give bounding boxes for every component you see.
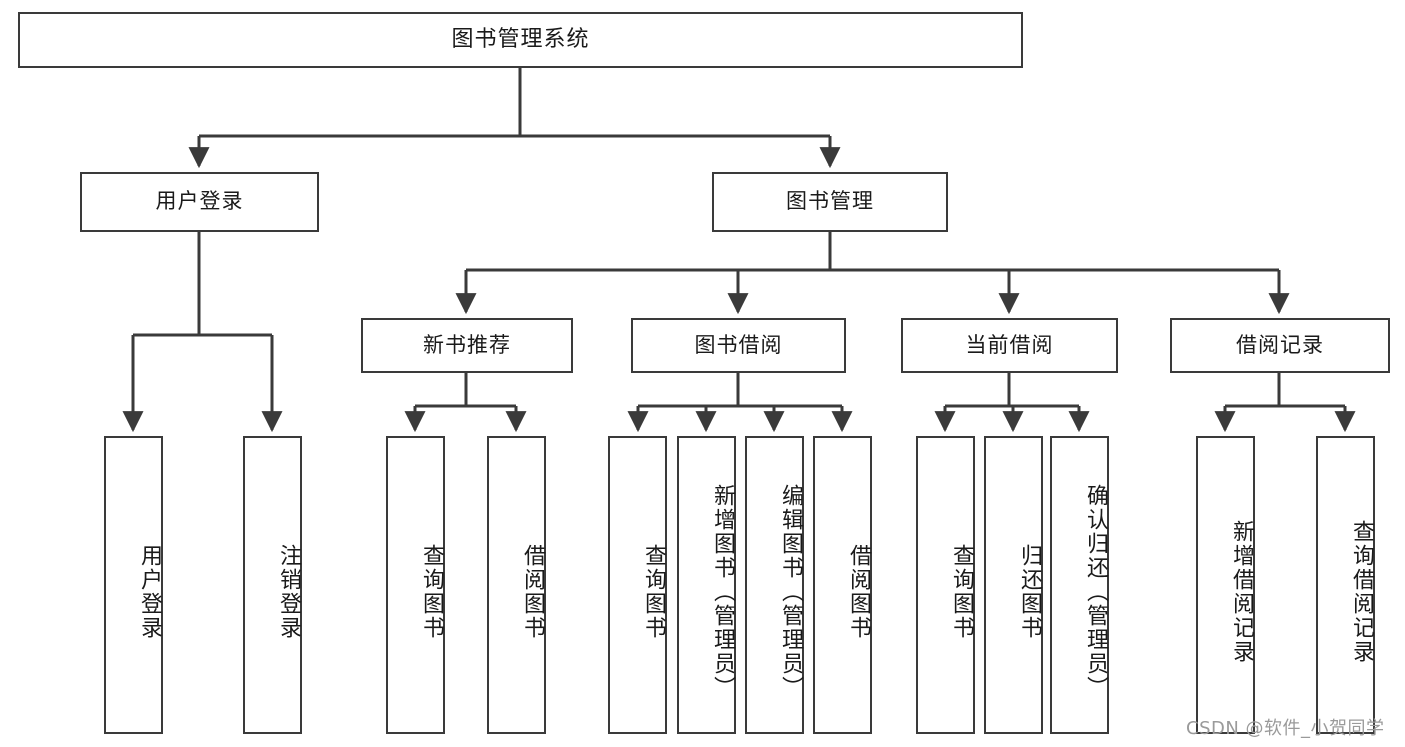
leaf-user-login-login[interactable]: 用户登录 (104, 436, 163, 734)
node-book-management[interactable]: 图书管理 (712, 172, 948, 232)
leaf-book-borrow-edit-book-admin[interactable]: 编辑图书（管理员） (745, 436, 804, 734)
leaf-label: 查询借阅记录 (1349, 520, 1374, 664)
leaf-new-book-borrow-books[interactable]: 借阅图书 (487, 436, 546, 734)
node-current-borrowing[interactable]: 当前借阅 (901, 318, 1118, 373)
leaf-book-borrow-query-books[interactable]: 查询图书 (608, 436, 667, 734)
leaf-book-borrow-add-book-admin[interactable]: 新增图书（管理员） (677, 436, 736, 734)
leaf-current-borrow-return-books[interactable]: 归还图书 (984, 436, 1043, 734)
leaf-label: 用户登录 (137, 544, 162, 640)
leaf-label: 借阅图书 (520, 544, 545, 640)
node-new-book-recommendation[interactable]: 新书推荐 (361, 318, 573, 373)
node-borrowing-record[interactable]: 借阅记录 (1170, 318, 1390, 373)
leaf-label: 归还图书 (1017, 544, 1042, 640)
leaf-label: 查询图书 (419, 544, 444, 640)
leaf-user-login-logout[interactable]: 注销登录 (243, 436, 302, 734)
watermark-text: CSDN @软件_小贺同学 (1186, 718, 1385, 739)
leaf-label: 借阅图书 (846, 544, 871, 640)
leaf-book-borrow-borrow-books[interactable]: 借阅图书 (813, 436, 872, 734)
node-book-borrowing[interactable]: 图书借阅 (631, 318, 846, 373)
leaf-label: 注销登录 (276, 544, 301, 640)
leaf-current-borrow-query-books[interactable]: 查询图书 (916, 436, 975, 734)
leaf-label: 编辑图书（管理员） (778, 484, 803, 700)
leaf-label: 查询图书 (949, 544, 974, 640)
leaf-new-book-query-books[interactable]: 查询图书 (386, 436, 445, 734)
node-root-book-management-system[interactable]: 图书管理系统 (18, 12, 1023, 68)
node-user-login[interactable]: 用户登录 (80, 172, 319, 232)
leaf-label: 新增图书（管理员） (710, 484, 735, 700)
leaf-label: 查询图书 (641, 544, 666, 640)
leaf-label: 新增借阅记录 (1229, 520, 1254, 664)
leaf-borrow-record-query-record[interactable]: 查询借阅记录 (1316, 436, 1375, 734)
leaf-label: 确认归还（管理员） (1083, 484, 1108, 700)
leaf-current-borrow-confirm-return-admin[interactable]: 确认归还（管理员） (1050, 436, 1109, 734)
leaf-borrow-record-add-record[interactable]: 新增借阅记录 (1196, 436, 1255, 734)
